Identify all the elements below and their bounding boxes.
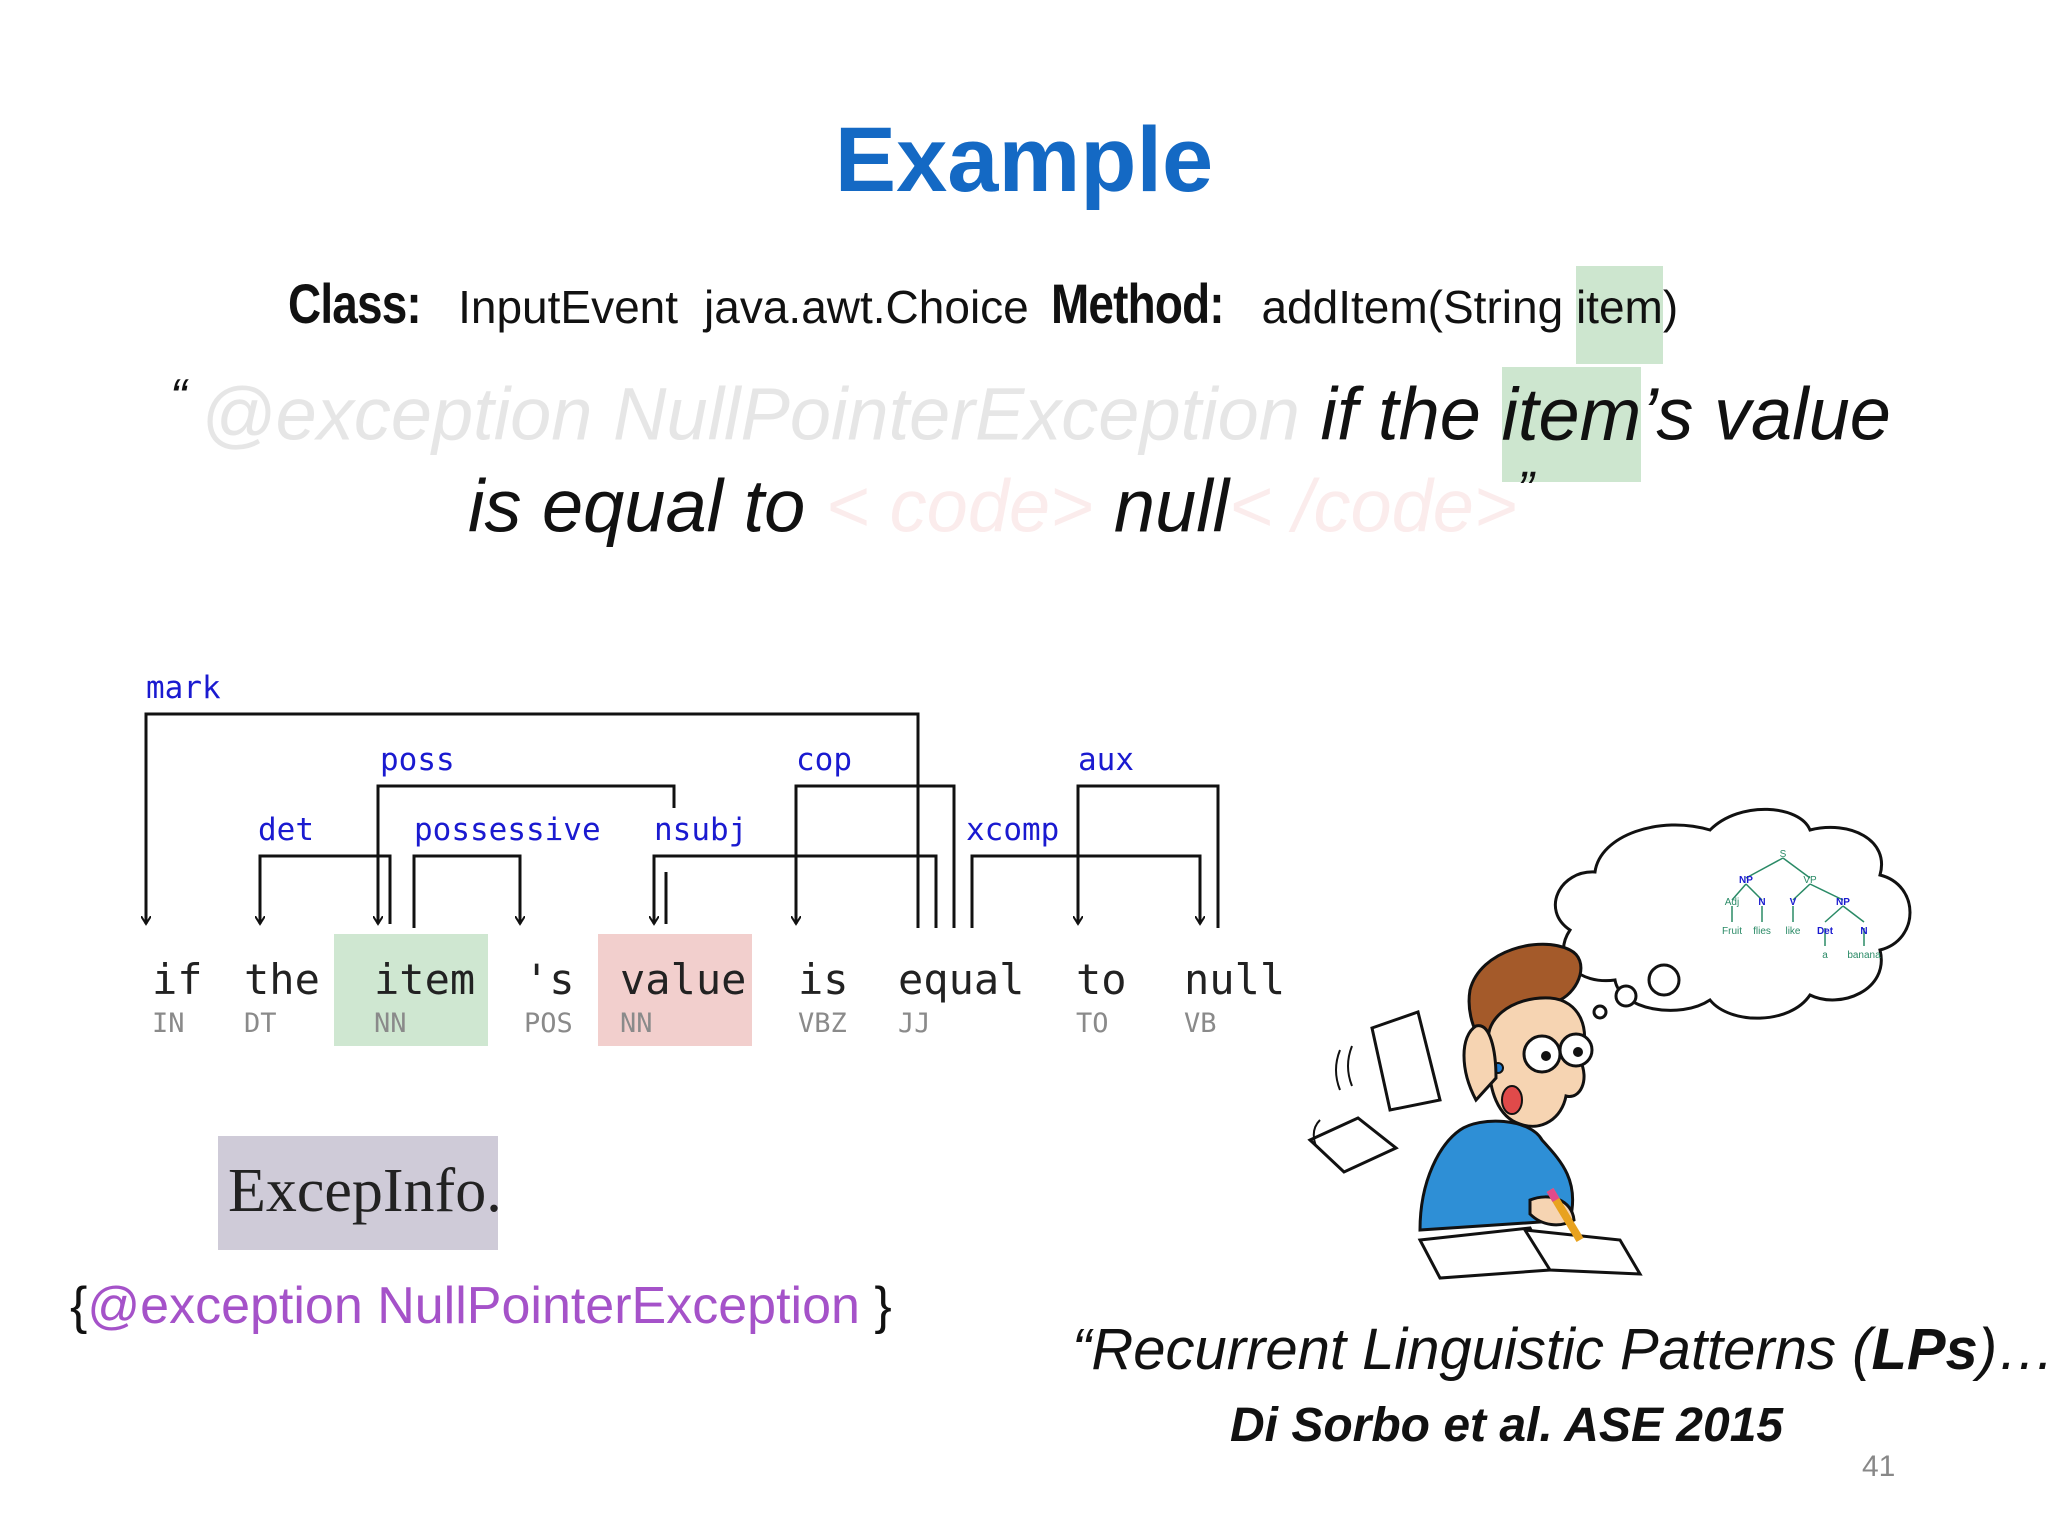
exception-text: @exception NullPointerException bbox=[87, 1277, 860, 1335]
tree-node: Adj bbox=[1725, 897, 1739, 908]
rel-cop: cop bbox=[796, 742, 852, 778]
token-tag: POS bbox=[524, 1008, 573, 1039]
quote-text-2: ’s value bbox=[1641, 372, 1891, 456]
token-value-highlight bbox=[598, 934, 752, 1046]
token-word: 's bbox=[524, 955, 575, 1004]
token-tag: JJ bbox=[898, 1008, 931, 1039]
tree-node: Det bbox=[1817, 926, 1834, 937]
token-word: null bbox=[1184, 955, 1286, 1004]
token-tag: NN bbox=[620, 1008, 653, 1039]
token-word: is bbox=[798, 955, 849, 1004]
method-param-highlight: item bbox=[1575, 266, 1663, 364]
parse-tree-icon bbox=[1731, 857, 1865, 946]
tree-node: NP bbox=[1836, 897, 1850, 908]
rel-aux: aux bbox=[1078, 742, 1134, 778]
tree-leaf: Fruit bbox=[1722, 926, 1742, 937]
tree-leaf: banana bbox=[1847, 950, 1881, 961]
token-word: if bbox=[152, 955, 203, 1004]
quote-close: ” bbox=[1517, 461, 1534, 517]
rel-mark: mark bbox=[146, 670, 221, 706]
person-icon bbox=[1418, 942, 1594, 1243]
slide-title: Example bbox=[834, 109, 1214, 211]
class-value-choice: java.awt.Choice bbox=[704, 281, 1029, 333]
brace-open: { bbox=[70, 1277, 88, 1335]
class-label: Class: bbox=[288, 272, 422, 335]
tree-node: NP bbox=[1739, 875, 1753, 886]
tree-node: N bbox=[1860, 926, 1867, 937]
rel-xcomp: xcomp bbox=[966, 812, 1060, 848]
quote-line-1: “ @exception NullPointerException if the… bbox=[170, 366, 1891, 482]
thinking-person-illustration: S NP VP Adj N V NP Det N Fruit flies lik… bbox=[1307, 807, 1912, 1280]
rel-possessive: possessive bbox=[414, 812, 601, 848]
excepinfo-label: ExcepInfo. bbox=[228, 1157, 502, 1225]
quote-line-2: is equal to < code> null< /code>” bbox=[468, 460, 1534, 549]
quote-text-1: if the bbox=[1299, 372, 1502, 456]
lp-quote-pre: “Recurrent Linguistic Patterns ( bbox=[1072, 1317, 1872, 1382]
tree-node: V bbox=[1790, 897, 1797, 908]
token-tag: VB bbox=[1184, 1008, 1217, 1039]
token-word: item bbox=[374, 955, 476, 1004]
token-word: to bbox=[1076, 955, 1127, 1004]
exception-template: {@exception NullPointerException } bbox=[70, 1276, 892, 1336]
rel-det: det bbox=[258, 812, 314, 848]
arc-mark bbox=[146, 712, 920, 928]
arc-det bbox=[260, 854, 392, 924]
rel-nsubj: nsubj bbox=[654, 812, 748, 848]
class-method-line: Class: InputEvent java.awt.Choice Method… bbox=[288, 266, 1679, 364]
quote-null: null bbox=[1113, 464, 1230, 548]
tree-node: VP bbox=[1803, 875, 1817, 886]
class-value-inputevent: InputEvent bbox=[458, 281, 679, 333]
faded-code-close: < /code> bbox=[1229, 464, 1518, 548]
arc-possessive bbox=[412, 854, 520, 928]
flying-paper-icon bbox=[1307, 1010, 1643, 1280]
token-tag: NN bbox=[374, 1008, 407, 1039]
tree-node: S bbox=[1780, 849, 1787, 860]
page-number: 41 bbox=[1862, 1450, 1896, 1483]
thought-bubbles-icon bbox=[1592, 963, 1681, 1020]
token-tag: DT bbox=[244, 1008, 277, 1039]
tree-leaf: a bbox=[1822, 950, 1828, 961]
token-item-highlight bbox=[334, 934, 488, 1046]
token-word: the bbox=[244, 955, 320, 1004]
lp-quote: “Recurrent Linguistic Patterns (LPs)…” bbox=[1072, 1316, 2048, 1383]
quote-open: “ bbox=[170, 369, 201, 425]
brace-close: } bbox=[859, 1277, 892, 1335]
quote-item-highlight: item bbox=[1501, 366, 1642, 482]
token-tag: IN bbox=[152, 1008, 185, 1039]
method-signature: addItem(String bbox=[1261, 281, 1576, 333]
lp-quote-bold: LPs bbox=[1871, 1317, 1978, 1382]
quote-line2-text: is equal to bbox=[468, 464, 826, 548]
method-signature-close: ) bbox=[1662, 281, 1679, 333]
arc-nsubj bbox=[654, 854, 938, 928]
citation: Di Sorbo et al. ASE 2015 bbox=[1230, 1399, 1784, 1452]
method-label: Method: bbox=[1050, 272, 1225, 335]
token-word: equal bbox=[898, 955, 1025, 1004]
arc-xcomp bbox=[970, 854, 1200, 928]
token-tag: VBZ bbox=[798, 1008, 847, 1039]
tree-node: N bbox=[1758, 897, 1765, 908]
tree-leaf: like bbox=[1785, 926, 1800, 937]
lp-quote-post: )…” bbox=[1977, 1317, 2048, 1382]
excepinfo-box bbox=[218, 1136, 498, 1250]
token-tag: TO bbox=[1076, 1008, 1109, 1039]
token-word: value bbox=[620, 955, 747, 1004]
faded-code-open: < code> bbox=[825, 464, 1114, 548]
tree-leaf: flies bbox=[1753, 926, 1771, 937]
rel-poss: poss bbox=[380, 742, 455, 778]
faded-exception-tag: @exception NullPointerException bbox=[200, 372, 1300, 456]
